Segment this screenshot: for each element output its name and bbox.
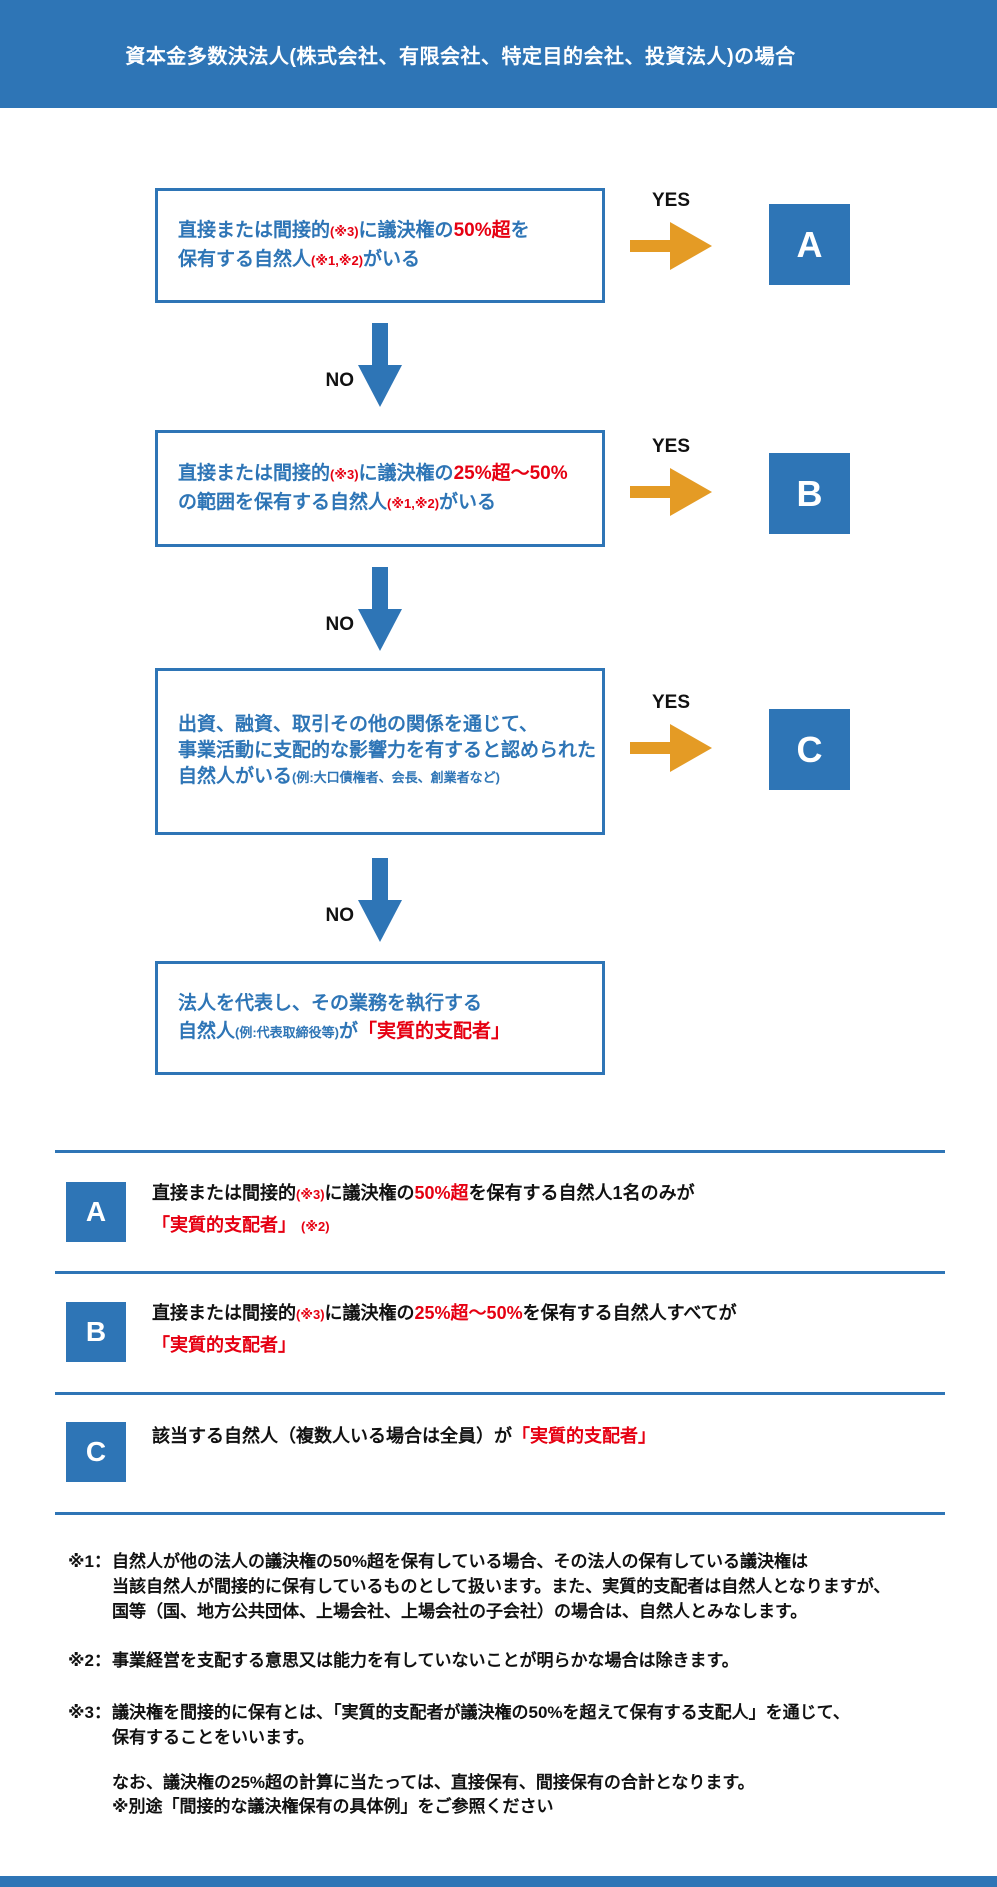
decision-box-3-line-2: 事業活動に支配的な影響力を有すると認められた bbox=[178, 740, 597, 761]
yes-label-3: YES bbox=[651, 692, 691, 713]
decision-box-3-line-3: 自然人がいる(例:大口債権者、会長、創業者など) bbox=[178, 766, 501, 787]
terminal-box: 法人を代表し、その業務を執行する 自然人(例:代表取締役等)が「実質的支配者」 bbox=[155, 961, 605, 1075]
divider bbox=[55, 1512, 945, 1515]
decision-box-3-line-1: 出資、融資、取引その他の関係を通じて、 bbox=[178, 714, 539, 735]
decision-box-1: 直接または間接的(※3)に議決権の50%超を 保有する自然人(※1,※2)がいる bbox=[155, 188, 605, 303]
result-text-c: 該当する自然人（複数人いる場合は全員）が「実質的支配者」 bbox=[152, 1421, 656, 1451]
divider bbox=[55, 1392, 945, 1395]
result-badge-b: B bbox=[66, 1302, 126, 1362]
footnote-1: ※1： 自然人が他の法人の議決権の50%超を保有している場合、その法人の保有して… bbox=[68, 1549, 890, 1624]
footnote-3: ※3： 議決権を間接的に保有とは、「実質的支配者が議決権の50%を超えて保有する… bbox=[68, 1700, 850, 1750]
decision-box-3: 出資、融資、取引その他の関係を通じて、 事業活動に支配的な影響力を有すると認めら… bbox=[155, 668, 605, 835]
footnote-3-body: 議決権を間接的に保有とは、「実質的支配者が議決権の50%を超えて保有する支配人」… bbox=[112, 1703, 850, 1747]
result-text-a-line-2: 「実質的支配者」(※2) bbox=[152, 1215, 330, 1235]
result-text-c-line-1: 該当する自然人（複数人いる場合は全員）が「実質的支配者」 bbox=[152, 1426, 656, 1446]
result-text-a-line-1: 直接または間接的(※3)に議決権の50%超を保有する自然人1名のみが bbox=[152, 1183, 695, 1203]
yes-arrow-icon-1 bbox=[630, 222, 712, 270]
result-text-b: 直接または間接的(※3)に議決権の25%超～50%を保有する自然人すべてが 「実… bbox=[152, 1298, 737, 1360]
footnote-2-body: 事業経営を支配する意思又は能力を有していないことが明らかな場合は除きます。 bbox=[112, 1651, 739, 1670]
yes-arrow-icon-3 bbox=[630, 724, 712, 772]
footnote-1-label: ※1： bbox=[68, 1552, 111, 1571]
header-banner: 資本金多数決法人(株式会社、有限会社、特定目的会社、投資法人)の場合 bbox=[0, 0, 997, 108]
terminal-box-line-1: 法人を代表し、その業務を執行する bbox=[178, 992, 483, 1014]
no-label-1: NO bbox=[325, 370, 355, 391]
footnote-2: ※2： 事業経営を支配する意思又は能力を有していないことが明らかな場合は除きます… bbox=[68, 1648, 739, 1673]
no-arrow-icon-1 bbox=[358, 323, 402, 407]
page-title: 資本金多数決法人(株式会社、有限会社、特定目的会社、投資法人)の場合 bbox=[125, 45, 796, 68]
footnote-note-body: なお、議決権の25%超の計算に当たっては、直接保有、間接保有の合計となります。 … bbox=[112, 1773, 755, 1816]
no-arrow-icon-3 bbox=[358, 858, 402, 942]
footnote-1-body: 自然人が他の法人の議決権の50%超を保有している場合、その法人の保有している議決… bbox=[112, 1552, 891, 1621]
no-label-2: NO bbox=[325, 614, 355, 635]
yes-label-1: YES bbox=[651, 190, 691, 211]
footnote-note: なお、議決権の25%超の計算に当たっては、直接保有、間接保有の合計となります。 … bbox=[112, 1771, 755, 1819]
node-a: A bbox=[769, 204, 850, 285]
decision-box-2: 直接または間接的(※3)に議決権の25%超～50% の範囲を保有する自然人(※1… bbox=[155, 430, 605, 547]
divider bbox=[55, 1150, 945, 1153]
result-badge-c: C bbox=[66, 1422, 126, 1482]
divider bbox=[55, 1271, 945, 1274]
result-text-a: 直接または間接的(※3)に議決権の50%超を保有する自然人1名のみが 「実質的支… bbox=[152, 1178, 695, 1242]
node-b: B bbox=[769, 453, 850, 534]
decision-box-1-line-1: 直接または間接的(※3)に議決権の50%超を bbox=[178, 219, 530, 241]
terminal-box-line-2: 自然人(例:代表取締役等)が「実質的支配者」 bbox=[178, 1020, 511, 1042]
footnote-3-label: ※3： bbox=[68, 1703, 111, 1722]
decision-box-2-line-2: の範囲を保有する自然人(※1,※2)がいる bbox=[178, 491, 497, 513]
decision-box-1-line-2: 保有する自然人(※1,※2)がいる bbox=[178, 248, 421, 270]
footnote-2-label: ※2： bbox=[68, 1651, 111, 1670]
footer-bar bbox=[0, 1876, 997, 1887]
result-badge-a: A bbox=[66, 1182, 126, 1242]
result-text-b-line-1: 直接または間接的(※3)に議決権の25%超～50%を保有する自然人すべてが bbox=[152, 1303, 737, 1323]
node-c: C bbox=[769, 709, 850, 790]
no-arrow-icon-2 bbox=[358, 567, 402, 651]
result-text-b-line-2: 「実質的支配者」 bbox=[152, 1335, 296, 1355]
yes-arrow-icon-2 bbox=[630, 468, 712, 516]
yes-label-2: YES bbox=[651, 436, 691, 457]
decision-box-2-line-1: 直接または間接的(※3)に議決権の25%超～50% bbox=[178, 462, 568, 484]
no-label-3: NO bbox=[325, 905, 355, 926]
